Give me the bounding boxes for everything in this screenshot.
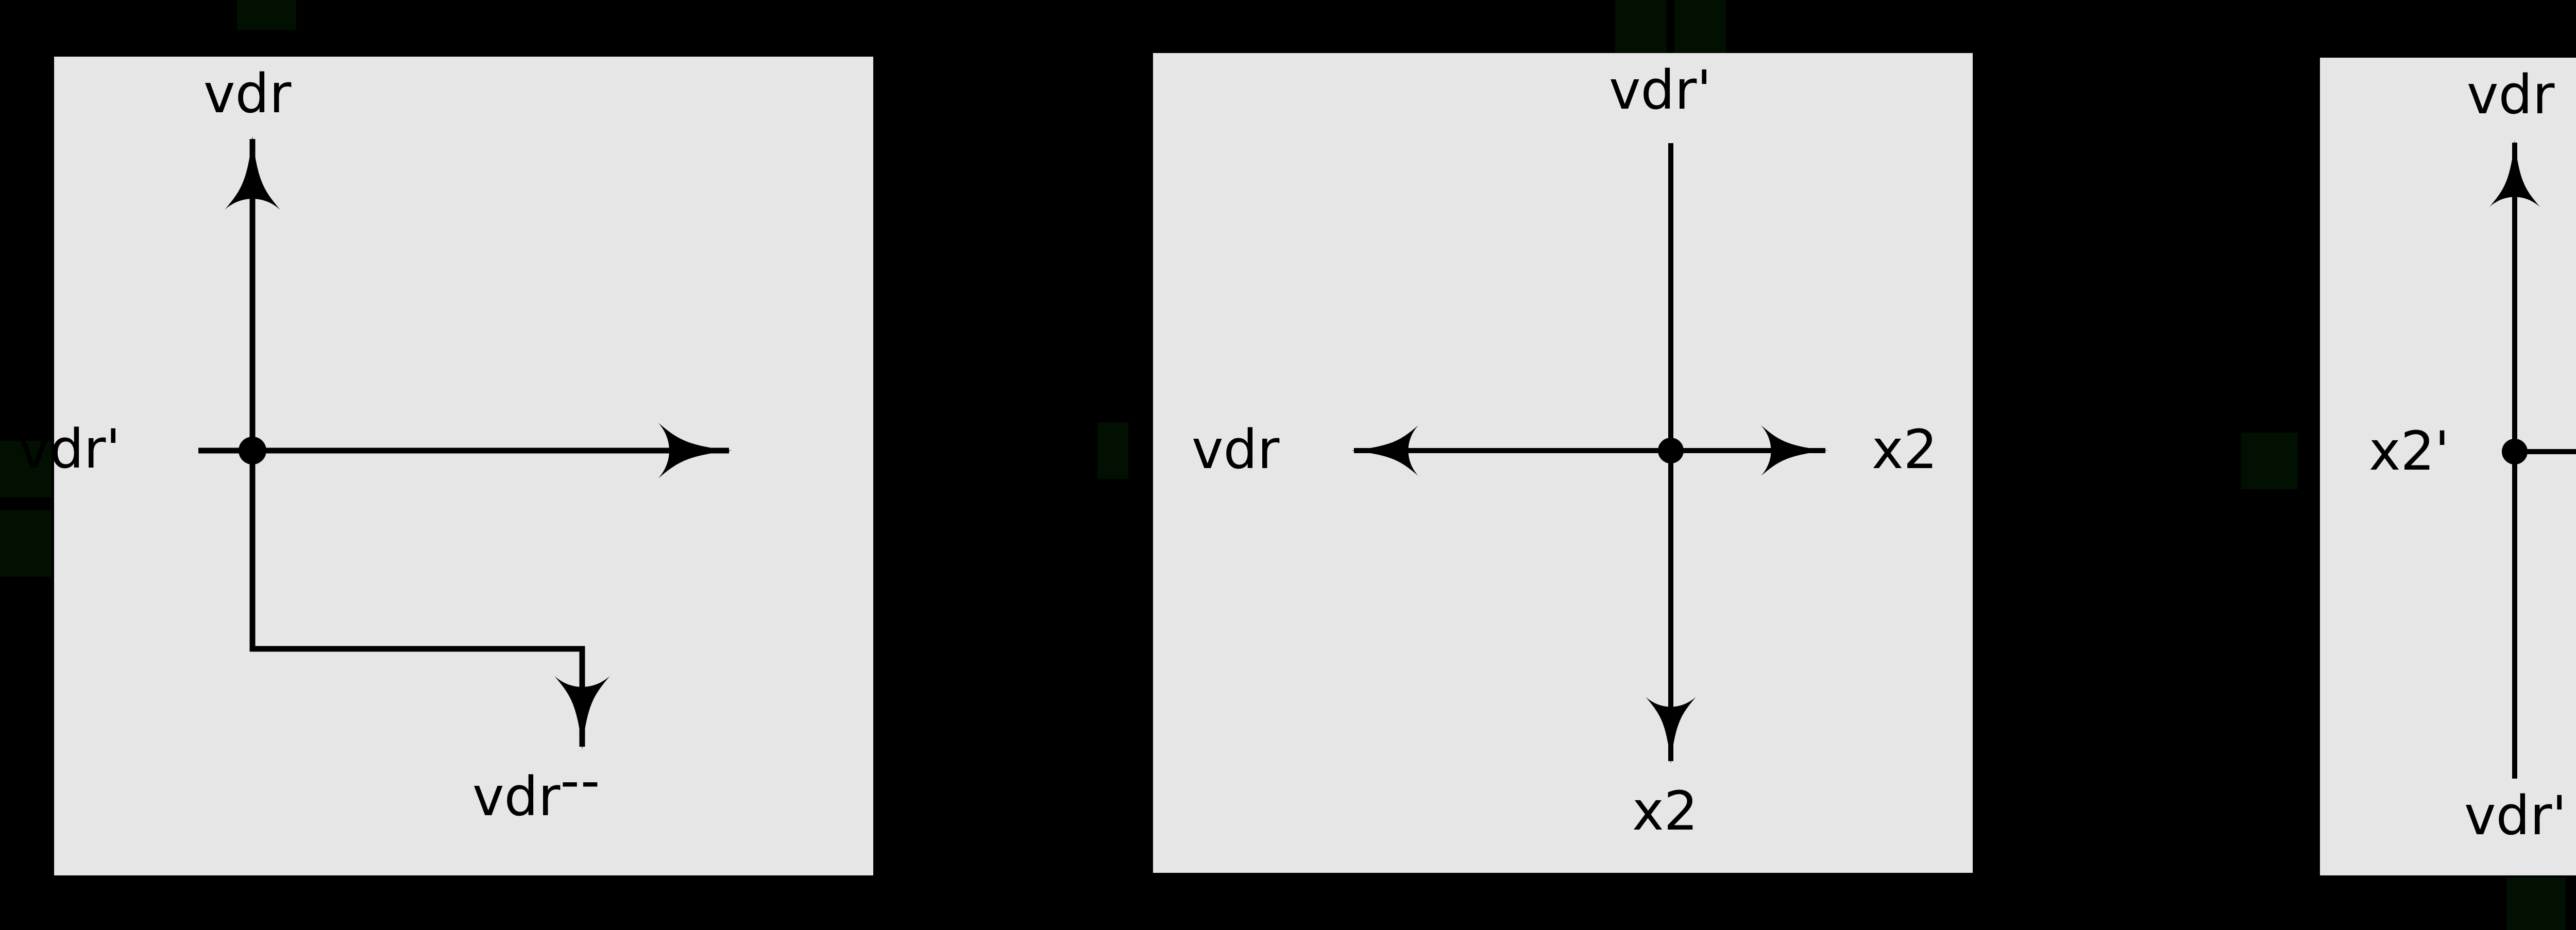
background-patch xyxy=(1674,0,1726,53)
panel-1-label-bottom: vdr-- xyxy=(472,754,601,823)
panel-2-label-top: vdr' xyxy=(1609,59,1711,122)
panel-2-label-bottom: x2 xyxy=(1632,780,1698,842)
panel-3: vdr x2' x2 vdr' xyxy=(2320,58,2576,875)
node-dot xyxy=(2502,439,2528,464)
panel-2: vdr' vdr x2 x2 xyxy=(1153,53,1973,873)
background-patch xyxy=(237,0,296,30)
panel-3-label-bottom: vdr' xyxy=(2464,784,2567,847)
panel-2-graphics xyxy=(1351,143,1828,764)
panel-1-graphics xyxy=(198,136,732,750)
background-patch xyxy=(2506,878,2566,930)
panel-1-label-left: vdr' xyxy=(18,418,121,480)
panel-1-label-bottom-marks: -- xyxy=(560,749,601,812)
node-dot xyxy=(239,437,266,464)
panel-1-label-bottom-base: vdr xyxy=(472,765,561,828)
panel-1: vdr vdr' vdr-- xyxy=(18,57,873,875)
background-patch xyxy=(0,441,52,497)
panel-3-label-top: vdr xyxy=(2467,63,2555,126)
panel-3-label-left: x2' xyxy=(2369,420,2450,483)
panel-2-label-right: x2 xyxy=(1872,418,1938,481)
background-patch xyxy=(2241,433,2298,489)
node-dot xyxy=(1658,438,1684,463)
panel-3-graphics xyxy=(2489,140,2576,779)
panel-1-label-top: vdr xyxy=(204,62,292,125)
background-patch xyxy=(0,513,21,575)
background-patch xyxy=(1615,0,1667,53)
background-patch xyxy=(1097,422,1128,479)
panel-2-label-left: vdr xyxy=(1192,418,1280,481)
edge-elbow xyxy=(249,451,610,750)
